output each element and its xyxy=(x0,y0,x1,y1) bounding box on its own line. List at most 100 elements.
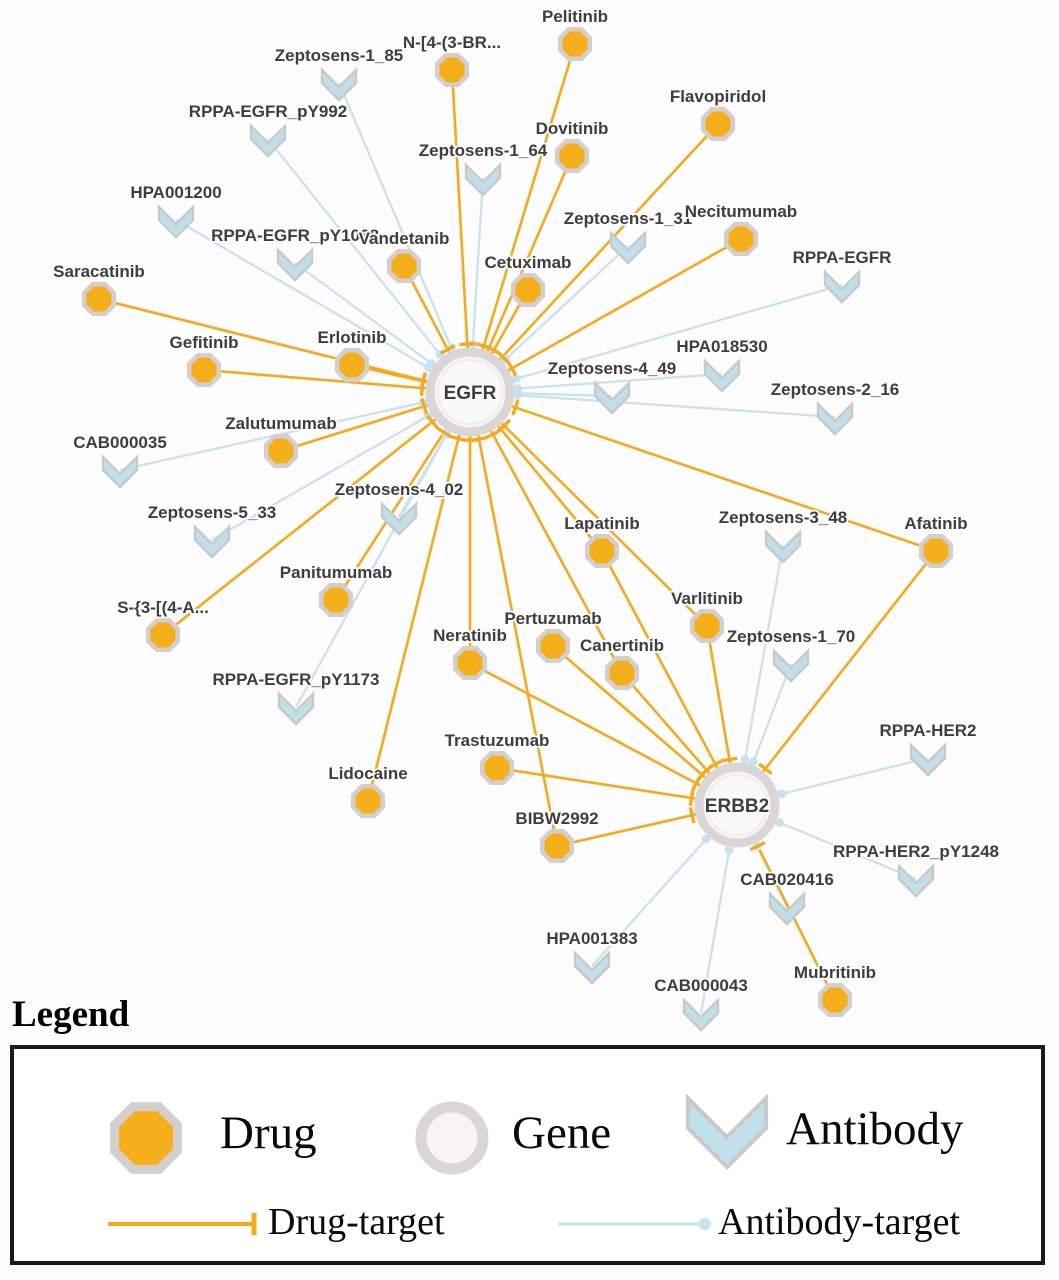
drug-edge-tee-cap xyxy=(497,418,511,433)
legend-antibody-label: Antibody xyxy=(786,1103,964,1155)
antibody-node-label: Zeptosens-4_49 xyxy=(548,359,677,378)
antibody-target-edge xyxy=(119,390,471,472)
drug-node-label: Vandetanib xyxy=(359,229,450,248)
drug-target-edge xyxy=(600,550,739,806)
gene-legend-icon xyxy=(415,1101,489,1175)
antibody-node-zeptosens-1-31 xyxy=(609,230,647,265)
antibody-target-edge-icon xyxy=(558,1218,711,1230)
drug-node-saracatinib xyxy=(81,281,117,317)
antibody-node-zeptosens-3-48 xyxy=(764,529,802,564)
drug-node-label: S-{3-[(4-A... xyxy=(117,598,209,617)
drug-edge-tee-cap xyxy=(459,341,476,347)
drug-target-edge xyxy=(469,390,937,553)
drug-node-necitumumab xyxy=(723,221,759,257)
antibody-node-rppa-egfr-py1173 xyxy=(277,691,315,726)
drug-edge-tee-cap xyxy=(511,399,520,416)
antibody-node-label: RPPA-HER2_pY1248 xyxy=(833,842,999,861)
drug-node-zalutumumab xyxy=(263,433,299,469)
antibody-edge-dot-cap xyxy=(724,845,734,855)
antibody-node-hpa001383 xyxy=(573,950,611,985)
drug-node-label: N-[4-(3-BR... xyxy=(403,33,501,52)
drug-node-lidocaine xyxy=(350,783,386,819)
antibody-target-edge xyxy=(294,391,472,708)
antibody-edge-dot-cap xyxy=(426,359,436,368)
drug-node-label: BIBW2992 xyxy=(515,809,598,828)
antibody-legend-icon xyxy=(685,1094,769,1170)
drug-node-label: Lidocaine xyxy=(328,764,407,783)
gene-node-inner-ring xyxy=(706,774,768,836)
drug-node-label: Neratinib xyxy=(433,626,507,645)
antibody-node-label: HPA001383 xyxy=(546,929,637,948)
gene-node-label: EGFR xyxy=(444,383,497,404)
drug-edge-tee-cap xyxy=(470,435,488,443)
drug-edge-tee-cap xyxy=(688,807,696,824)
drug-node-label: Panitumumab xyxy=(280,563,392,582)
antibody-edge-dot-cap xyxy=(777,789,787,799)
antibody-node-label: Zeptosens-1_64 xyxy=(419,141,548,160)
drug-node-label: Cetuximab xyxy=(485,253,572,272)
drug-node-vandetanib xyxy=(386,248,422,284)
drug-node-gefitinib xyxy=(186,352,222,388)
drug-target-edge xyxy=(469,391,708,627)
drug-node-label: Necitumumab xyxy=(685,202,797,221)
antibody-node-label: RPPA-EGFR_pY1173 xyxy=(213,670,380,689)
gene-node-inner-ring xyxy=(437,359,503,425)
drug-node-label: Gefitinib xyxy=(170,333,239,352)
antibody-node-label: HPA018530 xyxy=(676,337,767,356)
antibody-edge-dot-cap xyxy=(740,755,750,765)
drug-node-label: Pertuzumab xyxy=(504,609,601,628)
antibody-node-rppa-egfr xyxy=(823,269,861,304)
antibody-node-label: Zeptosens-4_02 xyxy=(335,480,464,499)
drug-node-pelitinib xyxy=(557,26,593,62)
drug-node-mubritinib xyxy=(817,982,853,1018)
drug-node-canertinib xyxy=(604,655,640,691)
antibody-node-label: CAB020416 xyxy=(740,870,834,889)
antibody-edge-dot-cap xyxy=(701,834,711,844)
drug-node-varlitinib xyxy=(689,608,725,644)
drug-target-edge xyxy=(735,550,938,806)
antibody-node-label: Zeptosens-3_48 xyxy=(719,508,848,527)
antibody-target-edge xyxy=(469,283,843,394)
drug-edge-tee-cap xyxy=(699,763,714,777)
antibody-node-rppa-her2 xyxy=(909,742,947,777)
drug-edge-tee-cap xyxy=(506,360,518,377)
drug-node-erlotinib xyxy=(334,347,370,383)
antibody-edge-dot-cap xyxy=(775,818,784,827)
edge-cap-layer xyxy=(418,339,787,855)
antibody-node-hpa001200 xyxy=(157,204,195,239)
drug-target-edge xyxy=(162,390,471,637)
legend-antibody-target-label: Antibody-target xyxy=(718,1201,961,1243)
antibody-node-label: CAB000035 xyxy=(73,433,167,452)
drug-edge-layer xyxy=(98,43,938,1001)
antibody-node-label: CAB000043 xyxy=(654,976,748,995)
label-layer: Zeptosens-1_85RPPA-EGFR_pY992Zeptosens-1… xyxy=(51,5,1000,997)
drug-edge-tee-cap xyxy=(721,756,738,763)
antibody-edge-dot-cap xyxy=(749,757,758,767)
drug-target-edge xyxy=(366,391,472,802)
drug-edge-tee-cap xyxy=(484,428,501,440)
drug-node-label: Pelitinib xyxy=(542,7,608,26)
legend-drug-label: Drug xyxy=(220,1107,317,1159)
antibody-node-rppa-egfr-py992 xyxy=(249,123,287,158)
antibody-node-label: RPPA-EGFR xyxy=(793,248,892,267)
antibody-node-label: Zeptosens-2_16 xyxy=(771,380,900,399)
drug-target-edge xyxy=(450,69,472,393)
drug-node-trastuzumab xyxy=(479,750,515,786)
drug-node-label: Flavopiridol xyxy=(670,87,766,106)
antibody-node-label: Zeptosens-1_85 xyxy=(275,46,404,65)
drug-target-edge xyxy=(469,123,719,393)
drug-node-label: Lapatinib xyxy=(564,514,640,533)
antibody-node-zeptosens-4-02 xyxy=(380,501,418,536)
drug-target-edge xyxy=(98,297,471,394)
antibody-node-hpa018530 xyxy=(703,358,741,393)
drug-edge-tee-cap xyxy=(450,434,467,443)
drug-target-edge xyxy=(469,661,738,807)
drug-edge-tee-cap xyxy=(439,344,456,355)
drug-node-neratinib xyxy=(452,645,488,681)
drug-target-edge-icon xyxy=(108,1213,257,1235)
legend-title: Legend xyxy=(12,994,130,1035)
drug-node-label: Zalutumumab xyxy=(225,414,336,433)
drug-target-edge xyxy=(468,391,559,847)
